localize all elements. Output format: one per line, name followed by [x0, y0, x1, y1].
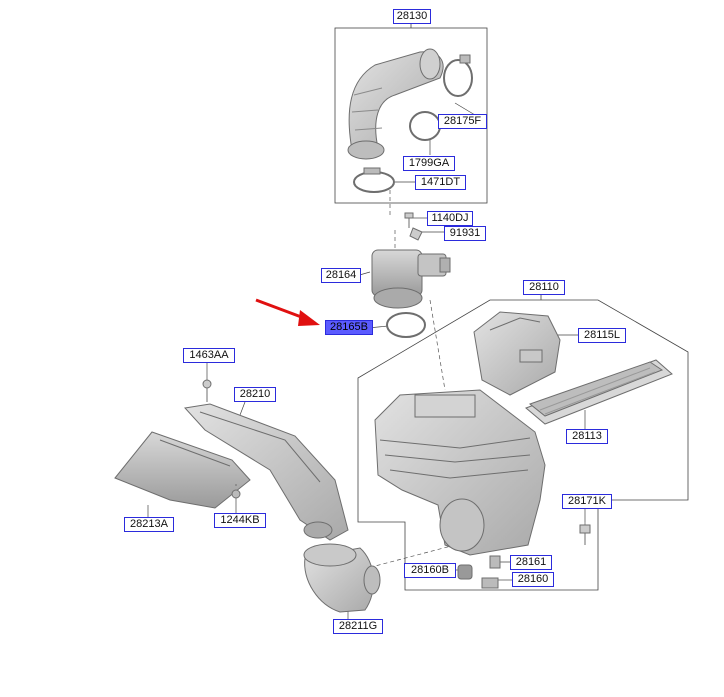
callout-28115L[interactable]: 28115L	[578, 328, 626, 343]
callout-28213A[interactable]: 28213A	[124, 517, 174, 532]
callout-1244KB[interactable]: 1244KB	[214, 513, 266, 528]
air-cleaner-body-28110	[374, 389, 546, 556]
hose-clamp-28175F	[443, 54, 473, 97]
air-guide-28213A	[114, 431, 251, 509]
hose-clamp-1471DT	[353, 167, 395, 193]
elbow-hose-28211G	[303, 543, 381, 613]
callout-1463AA[interactable]: 1463AA	[183, 348, 235, 363]
bracket-28160B	[457, 564, 473, 580]
callout-28110[interactable]: 28110	[523, 280, 565, 295]
callout-28171K[interactable]: 28171K	[562, 494, 612, 509]
callout-28165B-highlighted[interactable]: 28165B	[325, 320, 373, 335]
air-flow-sensor-28164	[371, 249, 451, 309]
intake-hose-part	[347, 48, 444, 160]
callout-28160[interactable]: 28160	[512, 572, 554, 587]
screw-1140DJ	[404, 212, 414, 228]
callout-28161[interactable]: 28161	[510, 555, 552, 570]
filter-element-28113	[525, 359, 673, 425]
callout-28160B[interactable]: 28160B	[404, 563, 456, 578]
callout-28175F[interactable]: 28175F	[438, 114, 487, 129]
callout-1799GA[interactable]: 1799GA	[403, 156, 455, 171]
callout-28210[interactable]: 28210	[234, 387, 276, 402]
highlight-arrow	[255, 298, 320, 326]
mount-28160	[481, 577, 499, 589]
callout-28113[interactable]: 28113	[566, 429, 608, 444]
callout-91931[interactable]: 91931	[444, 226, 486, 241]
callout-1471DT[interactable]: 1471DT	[415, 175, 466, 190]
callout-28130[interactable]: 28130	[393, 9, 431, 24]
clip-91931	[409, 227, 423, 241]
callout-28164[interactable]: 28164	[321, 268, 361, 283]
screw-1463AA	[202, 379, 212, 402]
intake-duct-28210	[184, 403, 349, 541]
bolt-1244KB	[231, 484, 241, 499]
callout-28211G[interactable]: 28211G	[333, 619, 383, 634]
bolt-28171K	[579, 524, 591, 545]
gasket-28165B	[386, 312, 426, 338]
mount-28161	[489, 555, 501, 569]
clamp-1799GA	[409, 111, 441, 141]
callout-1140DJ[interactable]: 1140DJ	[427, 211, 473, 226]
air-cleaner-cover-28115L	[473, 311, 561, 396]
